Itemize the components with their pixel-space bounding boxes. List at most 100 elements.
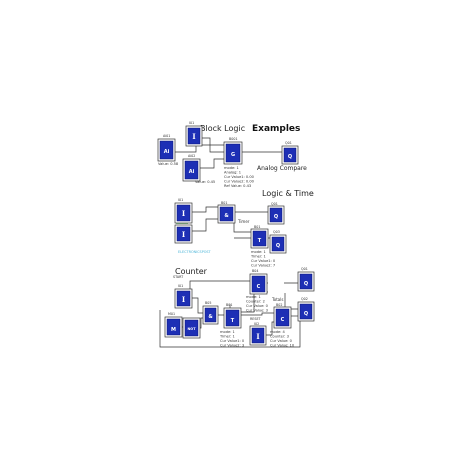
lt-and-glyph: & [224,213,229,219]
title-counter: Counter [175,267,208,276]
counter-block-2[interactable]: C [273,306,292,329]
svg-text:Cur Value1: 0: Cur Value1: 0 [251,259,276,263]
title-examples: Examples [252,124,300,134]
counter-start-input[interactable]: I [174,288,193,309]
lt-out2-name: Q03 [273,230,280,234]
svg-text:Cur Value1: 0: Cur Value1: 0 [220,339,245,343]
title-logic-time: Logic & Time [262,189,314,198]
svg-text:mode: 4: mode: 4 [270,330,286,334]
svg-text:Cur Value2: 3: Cur Value2: 3 [220,344,244,348]
title-block-logic: Block Logic [200,124,245,133]
reset-label: RESET [250,317,262,321]
output-block[interactable]: Q [281,145,299,165]
lt-timer-block[interactable]: T [250,228,269,249]
lt-in2-glyph: I [182,230,185,239]
lt-in1-glyph: I [182,209,185,218]
counter-output-block-1[interactable]: Q [297,271,315,292]
logic-time-section: I01 I I ELECTRONICSPOST B01 & Timer B01 … [174,198,287,268]
counter-not-gate[interactable]: NOT [182,317,201,339]
svg-text:Cur Value: 0: Cur Value: 0 [246,304,269,308]
lt-and-name: B01 [221,201,227,205]
svg-text:Cur Value1: 0.00: Cur Value1: 0.00 [224,175,255,179]
lt-input-block-1[interactable]: I [174,202,193,224]
svg-text:Cur Value: 0: Cur Value: 0 [270,339,293,343]
analog-input-block-2[interactable]: Ai [182,158,201,182]
svg-text:Cur Value2: 7: Cur Value2: 7 [251,264,275,268]
analog-input-block-1[interactable]: Ai [157,138,176,162]
totals-label: Totals [271,297,283,302]
c-out1-glyph: Q [304,281,308,287]
svg-text:Analog: 1: Analog: 1 [224,171,241,175]
svg-text:Timer: 1: Timer: 1 [250,255,266,259]
mem-glyph: M [171,327,176,333]
lt-out2-glyph: Q [276,243,280,249]
b001-name: B001 [229,137,238,141]
c1-glyph: C [257,284,261,290]
i01-glyph: I [192,132,195,141]
c2-name: B02 [276,303,282,307]
svg-text:mode: 1: mode: 1 [220,330,235,334]
q01-glyph: Q [288,154,292,160]
svg-text:Ref Value: 0.43: Ref Value: 0.43 [224,184,251,188]
i01-name: I01 [189,121,194,125]
analog-compare-params: mode: 1 Analog: 1 Cur Value1: 0.00 Cur V… [224,166,255,188]
lt-timer-params: mode: 1 Timer: 1 Cur Value1: 0 Cur Value… [250,250,276,268]
counter-timer-block[interactable]: T [223,307,242,329]
lt-output-block-2[interactable]: Q [269,234,287,254]
lt-output-block-1[interactable]: Q [267,205,285,225]
counter2-params: mode: 4 Counter: 3 Cur Value: 0 Cur Valu… [270,330,295,348]
c-out2-name: Q02 [301,297,308,301]
counter-block-1[interactable]: C [249,273,268,295]
ai02-glyph: Ai [189,169,195,175]
reset-glyph: I [256,332,259,341]
lt-timer-glyph: T [258,238,262,244]
c2-glyph: C [281,317,285,323]
svg-text:mode: 1: mode: 1 [224,166,239,170]
svg-text:Cur Value: 3: Cur Value: 3 [246,309,268,313]
analog-compare-section: Ai01 Ai Value: 0.58 I01 I Ai02 Ai Value:… [157,121,307,188]
start-name: I01 [178,284,183,288]
lt-out1-glyph: Q [274,214,278,220]
lt-out1-name: Q01 [271,202,278,206]
svg-text:Counter: 2: Counter: 2 [246,300,265,304]
lt-in1-name: I01 [178,198,183,202]
not-glyph: NOT [187,327,196,331]
svg-text:Timer: 1: Timer: 1 [219,335,235,339]
c-timer-name: B01 [226,303,232,307]
svg-text:Cur Value2: 0.00: Cur Value2: 0.00 [224,180,255,184]
counter-output-block-2[interactable]: Q [297,301,315,322]
counter-section: START I01 I M01 M NOT B05 & B01 T [159,267,315,348]
svg-text:Cur Value: 10: Cur Value: 10 [270,344,295,348]
lt-and-gate[interactable]: & [217,204,236,224]
lt-input-block-2[interactable]: I [174,224,193,244]
svg-text:Counter: 3: Counter: 3 [270,335,289,339]
lt-timer-name: B01 [254,225,260,229]
analog-compare-gate[interactable]: G [223,141,243,165]
watermark: ELECTRONICSPOST [178,250,212,254]
c-and-name: B05 [205,301,211,305]
digital-input-block[interactable]: I [185,125,203,147]
svg-text:mode: 1: mode: 1 [251,250,266,254]
start-label: START [173,275,184,279]
svg-text:mode: 1: mode: 1 [246,295,261,299]
ai02-value: Value: 0.45 [195,180,215,184]
c-out1-name: Q01 [301,267,308,271]
counter-memory-block[interactable]: M [164,316,183,338]
analog-compare-label: Analog Compare [257,165,307,172]
ai02-name: Ai02 [188,154,195,158]
ai01-name: Ai01 [163,134,170,138]
timer-label: Timer [237,219,250,224]
c1-name: B04 [252,269,258,273]
start-glyph: I [182,295,185,304]
reset-name: I02 [254,322,259,326]
q01-name: Q01 [285,141,292,145]
c-timer-glyph: T [231,318,235,324]
ai01-glyph: Ai [164,149,170,155]
ai01-value: Value: 0.58 [158,162,179,166]
c-out2-glyph: Q [304,311,308,317]
b001-glyph: G [231,152,235,158]
mem-name: M01 [168,312,175,316]
counter-reset-input[interactable]: I [249,325,267,346]
counter-and-gate[interactable]: & [202,305,219,325]
